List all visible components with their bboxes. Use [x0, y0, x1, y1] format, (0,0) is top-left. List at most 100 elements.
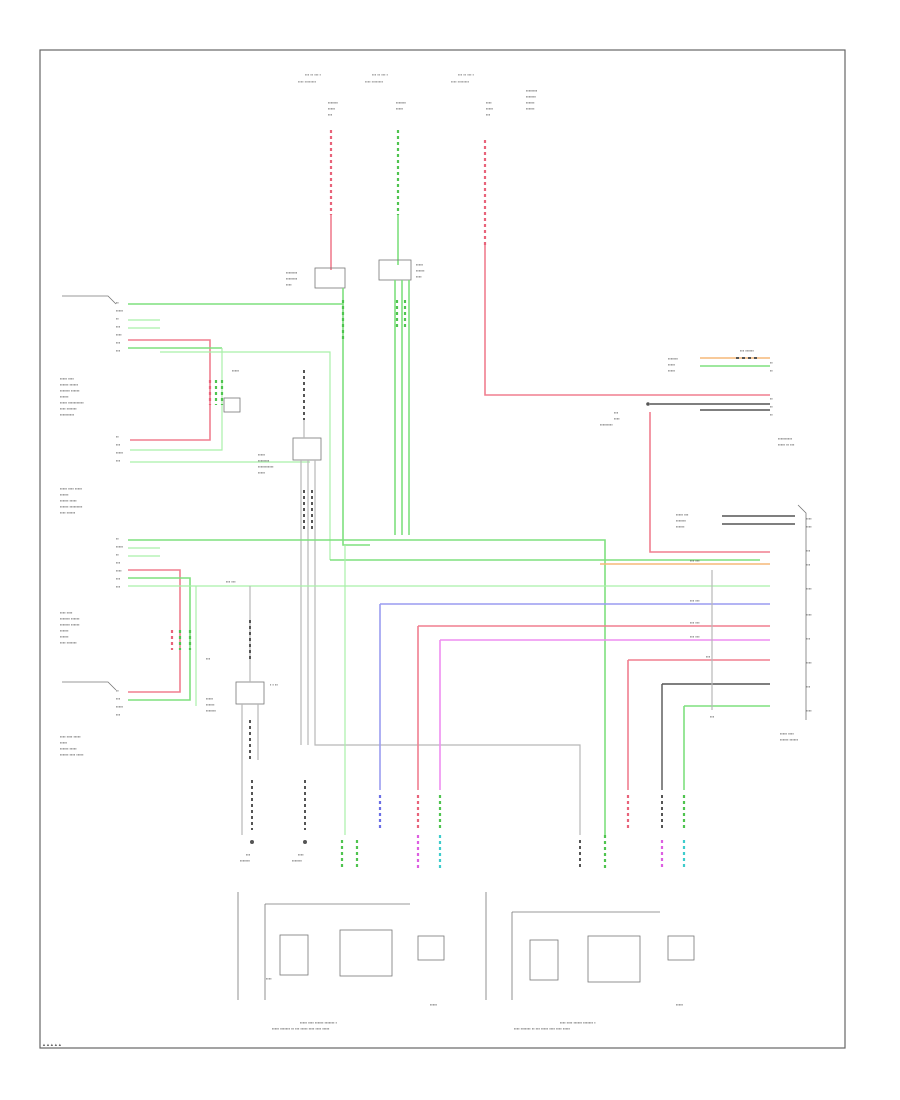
bottom-right-unit: ▪▪▪▪▪ ▪▪▪▪ ▪▪▪▪ ▪▪▪▪▪▪ ▪▪▪▪▪▪▪ ▪ ▪▪▪▪ ▪▪…	[485, 892, 695, 1031]
svg-text:▪▪▪▪ ▪▪▪▪▪▪▪: ▪▪▪▪ ▪▪▪▪▪▪▪	[60, 406, 77, 411]
svg-text:▪▪▪▪▪: ▪▪▪▪▪	[668, 368, 676, 373]
svg-text:▪▪▪▪▪ ▪▪▪: ▪▪▪▪▪ ▪▪▪	[676, 512, 689, 517]
svg-text:▪▪▪▪▪▪ ▪▪▪▪▪: ▪▪▪▪▪▪ ▪▪▪▪▪	[60, 746, 77, 751]
left-seat-sensor-block: ▪▪ ▪▪▪▪▪ ▪▪ ▪▪▪ ▪▪▪▪ ▪▪▪ ▪▪▪ ▪▪▪▪ ▪▪▪▪ ▪…	[60, 536, 124, 645]
svg-text:▪▪▪▪▪: ▪▪▪▪▪	[116, 450, 124, 455]
svg-text:▪▪▪▪: ▪▪▪▪	[486, 100, 492, 105]
right-seat-sensor-block: ▪▪ ▪▪▪▪▪ ▪▪ ▪▪▪ ▪▪▪▪ ▪▪▪ ▪▪▪ ▪▪▪▪▪ ▪▪▪▪ …	[60, 295, 124, 417]
svg-text:▪▪▪▪▪ ▪▪▪▪▪▪▪▪▪▪▪: ▪▪▪▪▪ ▪▪▪▪▪▪▪▪▪▪▪	[60, 400, 84, 405]
svg-text:▪▪▪▪▪▪▪▪▪▪: ▪▪▪▪▪▪▪▪▪▪	[778, 436, 793, 441]
svg-text:▪▪▪▪▪▪: ▪▪▪▪▪▪	[526, 100, 535, 105]
svg-text:▪▪▪ ▪▪ ▪▪▪ ▪: ▪▪▪ ▪▪ ▪▪▪ ▪	[305, 72, 322, 77]
svg-text:▪▪▪▪▪▪▪▪: ▪▪▪▪▪▪▪▪	[526, 88, 538, 93]
svg-text:▪▪: ▪▪	[116, 434, 119, 439]
svg-text:▪▪: ▪▪	[116, 316, 119, 321]
svg-text:▪▪▪▪▪▪▪▪: ▪▪▪▪▪▪▪▪	[286, 270, 298, 275]
svg-text:▪▪▪: ▪▪▪	[246, 852, 251, 857]
svg-text:▪▪▪▪▪▪▪▪▪: ▪▪▪▪▪▪▪▪▪	[600, 422, 613, 427]
diagram-frame	[39, 49, 846, 1049]
upper-right-connector: ▪▪▪ ▪▪▪▪▪▪ ▪▪▪▪▪▪▪ ▪▪▪▪▪ ▪▪▪▪▪ ▪▪ ▪▪ ▪▪ …	[600, 348, 795, 447]
svg-text:▪▪▪▪▪: ▪▪▪▪▪	[676, 1002, 684, 1007]
svg-text:▪▪▪▪: ▪▪▪▪	[806, 612, 812, 617]
svg-text:▪▪▪▪▪▪▪: ▪▪▪▪▪▪▪	[206, 708, 217, 713]
svg-text:▪▪: ▪▪	[770, 360, 773, 365]
svg-text:▪▪▪ ▪▪▪: ▪▪▪ ▪▪▪	[226, 579, 236, 584]
svg-text:▪▪▪▪ ▪▪▪▪▪▪: ▪▪▪▪ ▪▪▪▪▪▪	[60, 510, 76, 515]
svg-text:▪▪▪▪▪ ▪▪▪▪ ▪▪▪▪▪: ▪▪▪▪▪ ▪▪▪▪ ▪▪▪▪▪	[60, 486, 83, 491]
ground-left: ▪▪▪ ▪▪▪▪▪▪▪	[240, 840, 254, 863]
svg-text:▪▪: ▪▪	[116, 536, 119, 541]
svg-text:▪▪▪▪ ▪▪▪▪▪▪▪▪: ▪▪▪▪ ▪▪▪▪▪▪▪▪	[365, 79, 384, 84]
svg-text:▪▪▪▪▪: ▪▪▪▪▪	[116, 308, 124, 313]
svg-text:▪▪▪▪▪▪: ▪▪▪▪▪▪	[416, 268, 425, 273]
svg-text:▪▪: ▪▪	[770, 396, 773, 401]
svg-text:▪▪▪▪▪▪▪: ▪▪▪▪▪▪▪	[676, 518, 687, 523]
svg-text:▪▪▪▪▪▪: ▪▪▪▪▪▪	[676, 524, 685, 529]
svg-text:▪▪▪ ▪▪▪: ▪▪▪ ▪▪▪	[690, 634, 700, 639]
svg-text:▪▪▪▪▪▪▪: ▪▪▪▪▪▪▪	[396, 100, 407, 105]
svg-text:▪▪▪▪ ▪▪▪▪▪▪▪▪: ▪▪▪▪ ▪▪▪▪▪▪▪▪	[451, 79, 470, 84]
splice-connector-top-left: ▪▪▪▪▪▪▪▪ ▪▪▪▪▪▪▪▪ ▪▪▪▪	[286, 267, 346, 289]
svg-text:▪▪: ▪▪	[116, 300, 119, 305]
svg-text:▪▪▪▪▪▪: ▪▪▪▪▪▪	[206, 702, 215, 707]
svg-text:▪▪▪: ▪▪▪	[706, 654, 711, 659]
svg-text:▪▪▪▪▪▪▪▪▪▪: ▪▪▪▪▪▪▪▪▪▪	[60, 412, 75, 417]
svg-text:▪▪▪▪▪: ▪▪▪▪▪	[60, 740, 68, 745]
svg-text:▪▪▪▪▪: ▪▪▪▪▪	[486, 106, 494, 111]
svg-text:▪▪▪ ▪▪▪: ▪▪▪ ▪▪▪	[690, 598, 700, 603]
svg-text:▪▪▪▪▪▪▪: ▪▪▪▪▪▪▪	[328, 100, 339, 105]
svg-text:▪▪: ▪▪	[770, 412, 773, 417]
svg-text:▪▪▪▪: ▪▪▪▪	[806, 660, 812, 665]
svg-text:▪▪▪: ▪▪▪	[116, 584, 121, 589]
svg-text:▪▪▪▪▪ ▪▪▪▪▪▪▪ ▪▪ ▪▪▪ ▪▪▪▪▪ ▪▪▪: ▪▪▪▪▪ ▪▪▪▪▪▪▪ ▪▪ ▪▪▪ ▪▪▪▪▪ ▪▪▪▪ ▪▪▪▪ ▪▪▪…	[272, 1026, 330, 1031]
svg-text:▪▪▪▪ ▪▪▪▪: ▪▪▪▪ ▪▪▪▪	[60, 610, 73, 615]
svg-text:▪▪▪: ▪▪▪	[328, 112, 333, 117]
svg-text:▪▪▪: ▪▪▪	[806, 562, 811, 567]
svg-text:▪▪▪▪: ▪▪▪▪	[286, 282, 292, 287]
svg-text:▪▪▪▪: ▪▪▪▪	[614, 416, 620, 421]
svg-text:▪▪▪: ▪▪▪	[710, 714, 715, 719]
svg-text:▪▪▪: ▪▪▪	[116, 458, 121, 463]
right-seat-belt-buckle-block: ▪▪ ▪▪▪ ▪▪▪▪▪ ▪▪▪ ▪▪▪▪▪ ▪▪▪▪ ▪▪▪▪▪ ▪▪▪▪▪▪…	[60, 434, 124, 515]
svg-text:▪▪▪▪▪▪▪: ▪▪▪▪▪▪▪	[240, 858, 251, 863]
svg-text:▪▪▪▪▪: ▪▪▪▪▪	[258, 470, 266, 475]
left-seat-belt-buckle-block: ▪▪ ▪▪▪ ▪▪▪▪▪ ▪▪▪ ▪▪▪▪ ▪▪▪▪ ▪▪▪▪▪ ▪▪▪▪▪ ▪…	[60, 681, 124, 757]
svg-text:▪▪▪: ▪▪▪	[614, 410, 619, 415]
svg-text:▪▪: ▪▪	[116, 688, 119, 693]
svg-text:▪▪▪▪▪▪: ▪▪▪▪▪▪	[60, 628, 69, 633]
svg-text:▪▪▪▪: ▪▪▪▪	[806, 708, 812, 713]
svg-text:▪▪▪: ▪▪▪	[116, 324, 121, 329]
svg-text:▪▪▪▪▪ ▪▪ ▪▪▪: ▪▪▪▪▪ ▪▪ ▪▪▪	[778, 442, 795, 447]
svg-text:▪▪▪▪▪: ▪▪▪▪▪	[430, 1002, 438, 1007]
svg-text:▪▪▪▪▪▪▪ ▪▪▪▪▪▪: ▪▪▪▪▪▪▪ ▪▪▪▪▪▪	[60, 616, 80, 621]
svg-text:▪▪: ▪▪	[116, 552, 119, 557]
svg-text:▪▪▪▪▪▪ ▪▪▪▪▪▪: ▪▪▪▪▪▪ ▪▪▪▪▪▪	[780, 737, 799, 742]
svg-text:▪▪▪▪▪▪▪: ▪▪▪▪▪▪▪	[526, 94, 537, 99]
svg-text:▪▪▪▪ ▪▪▪▪ ▪▪▪▪▪▪ ▪▪▪▪▪▪▪ ▪: ▪▪▪▪ ▪▪▪▪ ▪▪▪▪▪▪ ▪▪▪▪▪▪▪ ▪	[560, 1020, 596, 1025]
svg-text:▪▪▪: ▪▪▪	[806, 636, 811, 641]
svg-text:▪▪▪▪▪: ▪▪▪▪▪	[328, 106, 336, 111]
svg-text:▪▪▪: ▪▪▪	[116, 560, 121, 565]
svg-text:▪▪▪▪: ▪▪▪▪	[116, 332, 122, 337]
svg-text:▪▪▪▪▪▪▪▪: ▪▪▪▪▪▪▪▪	[258, 458, 270, 463]
splice-connector-top-right: ▪▪▪▪▪ ▪▪▪▪▪▪ ▪▪▪▪	[378, 259, 425, 281]
svg-text:▪▪▪: ▪▪▪	[206, 656, 211, 661]
svg-text:▪▪▪ ▪▪▪: ▪▪▪ ▪▪▪	[690, 620, 700, 625]
svg-text:▪▪▪▪: ▪▪▪▪	[416, 274, 422, 279]
svg-text:▪▪▪▪: ▪▪▪▪	[116, 568, 122, 573]
svg-text:▪▪▪▪▪▪: ▪▪▪▪▪▪	[60, 394, 69, 399]
svg-text:▪▪▪▪ ▪▪▪▪▪▪▪ ▪▪ ▪▪▪ ▪▪▪▪▪ ▪▪▪▪: ▪▪▪▪ ▪▪▪▪▪▪▪ ▪▪ ▪▪▪ ▪▪▪▪▪ ▪▪▪▪ ▪▪▪▪ ▪▪▪▪…	[514, 1026, 571, 1031]
svg-text:▪▪▪▪ ▪▪▪▪▪▪▪▪: ▪▪▪▪ ▪▪▪▪▪▪▪▪	[298, 79, 317, 84]
svg-text:▪▪▪▪▪▪: ▪▪▪▪▪▪	[60, 634, 69, 639]
svg-text:▪▪▪▪▪: ▪▪▪▪▪	[258, 452, 266, 457]
svg-text:▪▪▪: ▪▪▪	[806, 684, 811, 689]
airbag-sensor-connector: ▪▪▪▪ ▪▪▪▪ ▪▪▪ ▪▪▪ ▪▪▪▪ ▪▪▪▪ ▪▪▪ ▪▪▪▪ ▪▪▪…	[676, 504, 812, 742]
svg-text:▪▪▪▪▪ ▪▪▪▪ ▪▪▪▪▪▪ ▪▪▪▪▪▪▪ ▪: ▪▪▪▪▪ ▪▪▪▪ ▪▪▪▪▪▪ ▪▪▪▪▪▪▪ ▪	[300, 1020, 338, 1025]
svg-text:▪▪▪ ▪▪ ▪▪▪ ▪: ▪▪▪ ▪▪ ▪▪▪ ▪	[458, 72, 475, 77]
svg-text:▪▪▪▪▪: ▪▪▪▪▪	[232, 368, 240, 373]
svg-text:▪▪▪▪▪: ▪▪▪▪▪	[396, 106, 404, 111]
svg-text:▪▪▪▪▪▪▪: ▪▪▪▪▪▪▪	[292, 858, 303, 863]
svg-text:▪▪▪: ▪▪▪	[116, 576, 121, 581]
svg-text:▪▪▪: ▪▪▪	[116, 442, 121, 447]
